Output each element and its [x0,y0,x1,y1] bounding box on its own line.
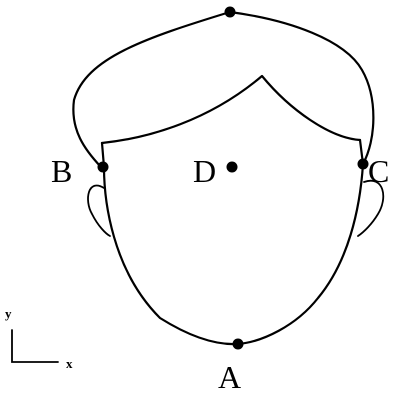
point-c [357,158,369,170]
axis-lines [11,329,59,363]
point-a [232,338,244,350]
hair-outline [72,10,375,169]
right-ear [357,179,385,237]
label-c: C [368,153,389,189]
axis-y-label: y [5,306,12,321]
label-b: B [51,153,72,189]
point-d [226,161,238,173]
label-d: D [193,153,216,189]
axis-x-label: x [66,356,73,371]
left-ear [87,184,111,237]
label-a: A [218,359,241,395]
point-b [97,161,109,173]
hairline [100,74,362,145]
point-top [224,6,236,18]
